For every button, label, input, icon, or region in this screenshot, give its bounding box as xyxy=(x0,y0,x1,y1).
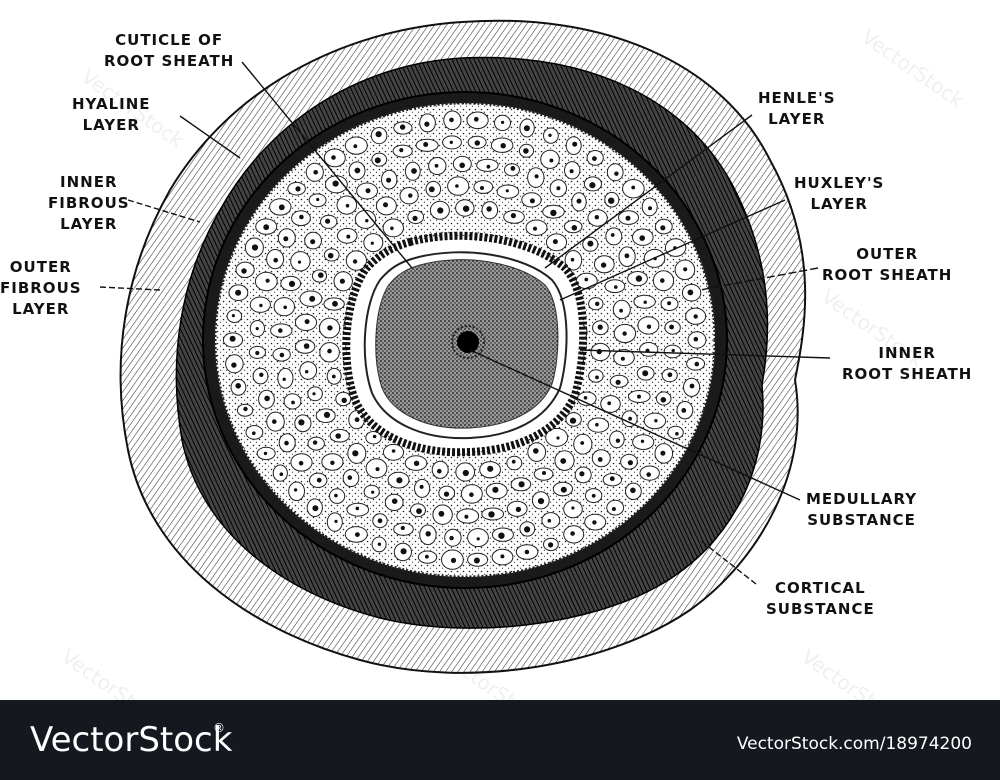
image-reference: VectorStock.com/18974200 xyxy=(736,734,972,754)
svg-text:VectorStock: VectorStock xyxy=(857,24,969,112)
label-cortical-substance: CORTICAL SUBSTANCE xyxy=(766,579,875,618)
registered-mark: ® xyxy=(213,721,225,735)
watermark-footer: VectorStock ® VectorStock.com/18974200 xyxy=(0,700,1000,780)
leader-lines xyxy=(99,61,831,585)
label-cuticle-of-root-sheath: CUTICLE OF ROOT SHEATH xyxy=(104,31,235,70)
label-henles-layer: HENLE'S LAYER xyxy=(758,89,836,128)
brand-name: VectorStock xyxy=(30,720,233,760)
label-inner-root-sheath: INNER ROOT SHEATH xyxy=(842,344,973,383)
leader-hyaline xyxy=(179,115,241,159)
label-inner-fibrous-layer: INNER FIBROUS LAYER xyxy=(48,173,130,233)
leader-inner-fibrous xyxy=(127,199,201,223)
outer-root-sheath-cells xyxy=(222,110,707,570)
leader-outer-fibrous xyxy=(99,286,161,291)
leader-medullary xyxy=(469,349,801,501)
leader-cuticle xyxy=(241,61,413,269)
label-outer-fibrous-layer: OUTER FIBROUS LAYER xyxy=(0,258,82,318)
leader-henles xyxy=(544,114,753,269)
svg-text:VectorStock: VectorStock xyxy=(57,644,169,700)
label-huxleys-layer: HUXLEY'S LAYER xyxy=(794,174,885,213)
leader-outer-root-sheath xyxy=(699,267,819,291)
label-hyaline-layer: HYALINE LAYER xyxy=(72,95,151,134)
leader-inner-root-sheath xyxy=(579,349,831,359)
svg-text:VectorStock: VectorStock xyxy=(797,644,909,700)
label-medullary-substance: MEDULLARY SUBSTANCE xyxy=(806,490,918,529)
leader-huxleys xyxy=(559,199,786,301)
label-outer-root-sheath: OUTER ROOT SHEATH xyxy=(822,245,953,284)
hair-follicle-cross-section: VectorStock VectorStock VectorStock Vect… xyxy=(57,19,969,700)
leader-cortical xyxy=(699,539,757,585)
medullary-substance-shape xyxy=(457,331,479,353)
